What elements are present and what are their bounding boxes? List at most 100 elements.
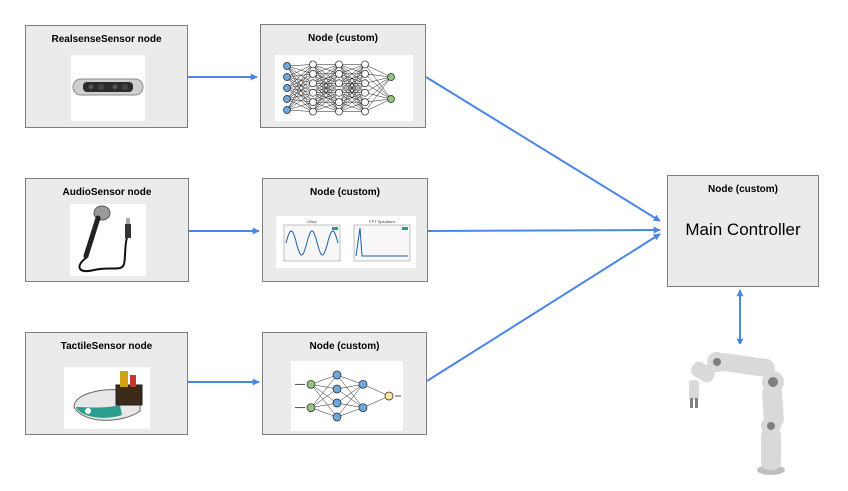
network-neuron bbox=[309, 98, 317, 106]
network-edge bbox=[310, 384, 338, 418]
network-edge bbox=[312, 64, 340, 84]
network-edge bbox=[336, 384, 364, 418]
network-neuron bbox=[335, 88, 343, 97]
network-edge bbox=[312, 83, 340, 112]
network-edge bbox=[364, 64, 392, 78]
network-neuron bbox=[361, 88, 369, 97]
network-edge bbox=[312, 64, 340, 103]
audio-sensor-node[interactable]: AudioSensor node bbox=[25, 178, 189, 282]
node-title: Node (custom) bbox=[308, 33, 378, 44]
network-edge bbox=[336, 374, 364, 408]
main-controller-node[interactable]: Node (custom) Main Controller bbox=[667, 175, 819, 287]
network-edge bbox=[338, 64, 366, 103]
network-edge bbox=[286, 64, 314, 111]
network-edge bbox=[364, 73, 392, 100]
network-neuron bbox=[283, 62, 291, 70]
node-title: Node (custom) bbox=[310, 187, 380, 198]
network-edge bbox=[310, 384, 338, 390]
network-edge bbox=[286, 65, 314, 93]
network-neuron bbox=[387, 73, 395, 81]
network-edge bbox=[286, 73, 314, 111]
network-neuron bbox=[358, 403, 368, 413]
network-neuron bbox=[335, 98, 343, 106]
network-edge bbox=[364, 98, 392, 103]
network-edge bbox=[364, 98, 392, 112]
node-title: TactileSensor node bbox=[60, 341, 153, 352]
network-edge bbox=[286, 98, 314, 103]
network-edge bbox=[310, 384, 338, 404]
network-neuron bbox=[309, 79, 317, 88]
network-edge bbox=[364, 76, 392, 103]
microphone-icon bbox=[70, 204, 146, 276]
tactile-sensor-node[interactable]: TactileSensor node bbox=[25, 332, 188, 435]
network-edge bbox=[312, 101, 340, 112]
network-edge bbox=[336, 374, 364, 385]
network-edge bbox=[286, 65, 314, 103]
network-neuron bbox=[309, 60, 317, 69]
network-edge bbox=[338, 64, 366, 75]
network-edge bbox=[286, 76, 314, 93]
network-edge bbox=[286, 76, 314, 84]
network-edge bbox=[336, 402, 364, 408]
network-edge bbox=[310, 388, 338, 408]
network-edge bbox=[312, 64, 340, 75]
network-edge bbox=[286, 73, 314, 89]
realsense-sensor-node[interactable]: RealsenseSensor node bbox=[25, 25, 188, 128]
network-edge bbox=[286, 92, 314, 100]
network-neuron bbox=[283, 84, 291, 92]
network-edge bbox=[336, 388, 364, 408]
network-edge bbox=[310, 407, 338, 418]
plot-right-title: FFT Spectrum bbox=[369, 219, 395, 224]
network-neuron bbox=[361, 70, 369, 78]
network-edge bbox=[338, 101, 366, 112]
arrow-vision-to-main bbox=[425, 76, 661, 222]
network-edge bbox=[364, 76, 392, 112]
network-edge bbox=[286, 98, 314, 112]
network-edge bbox=[338, 73, 366, 112]
custom-audio-node[interactable]: Node (custom) Chirp FFT Spectrum bbox=[262, 178, 428, 282]
network-neuron bbox=[335, 107, 343, 116]
network-edge bbox=[364, 76, 392, 93]
network-neuron bbox=[332, 412, 342, 422]
network-neuron bbox=[283, 106, 291, 114]
network-edge bbox=[286, 73, 314, 100]
network-edge bbox=[364, 92, 392, 100]
network-neuron bbox=[387, 95, 395, 103]
network-edge bbox=[286, 87, 314, 103]
network-edge bbox=[364, 73, 392, 78]
network-edge bbox=[286, 87, 314, 112]
network-edge bbox=[338, 64, 366, 112]
network-neuron bbox=[332, 384, 342, 394]
network-neuron bbox=[361, 79, 369, 88]
network-neuron bbox=[335, 70, 343, 78]
network-edge bbox=[286, 87, 314, 93]
network-edge bbox=[364, 83, 392, 100]
network-neuron bbox=[361, 98, 369, 106]
network-edge bbox=[312, 92, 340, 112]
network-edge bbox=[336, 384, 364, 390]
network-neuron bbox=[335, 60, 343, 69]
network-neuron bbox=[283, 95, 291, 103]
waveform-plots-icon: Chirp FFT Spectrum bbox=[276, 216, 416, 268]
arrow-tactileproc-to-main bbox=[426, 233, 661, 382]
custom-tactile-node[interactable]: Node (custom) bbox=[262, 332, 427, 435]
network-edge bbox=[338, 92, 366, 112]
tactile-sensor-icon bbox=[64, 367, 150, 429]
network-edge bbox=[286, 92, 314, 111]
network-edge bbox=[286, 64, 314, 100]
network-edge bbox=[310, 374, 338, 408]
custom-vision-node[interactable]: Node (custom) bbox=[260, 24, 426, 128]
depth-camera-icon bbox=[71, 55, 145, 121]
network-edge bbox=[286, 65, 314, 112]
main-controller-label: Main Controller bbox=[685, 220, 801, 239]
network-neuron bbox=[358, 379, 368, 389]
network-neuron bbox=[309, 70, 317, 78]
node-title: Node (custom) bbox=[708, 184, 778, 195]
network-edge bbox=[364, 64, 392, 100]
network-edge bbox=[286, 109, 314, 112]
node-title: RealsenseSensor node bbox=[51, 34, 162, 45]
network-edge bbox=[336, 384, 364, 404]
network-neuron bbox=[309, 88, 317, 97]
network-edge bbox=[286, 65, 314, 75]
